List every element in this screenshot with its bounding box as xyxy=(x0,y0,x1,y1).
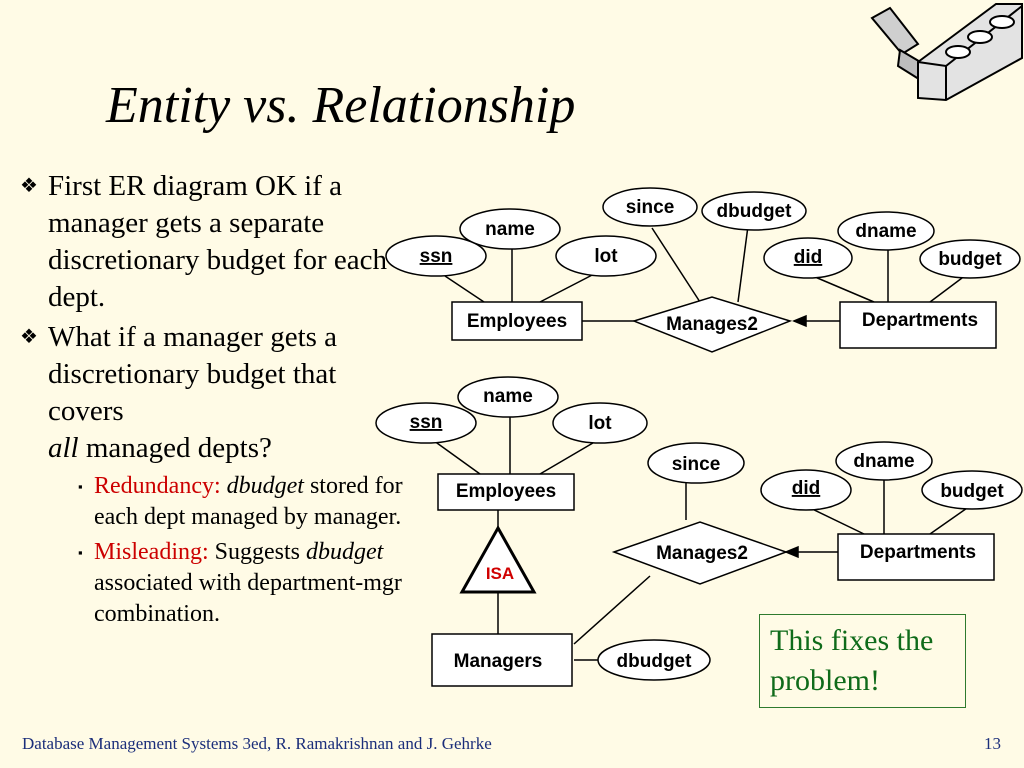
label-employees-1: Employees xyxy=(467,311,567,332)
attr-budget-2 xyxy=(921,470,1023,510)
attr-lot-2 xyxy=(552,402,648,444)
attr-name-2 xyxy=(457,376,559,418)
label-lot-1: lot xyxy=(594,246,618,267)
attr-dname-1 xyxy=(837,211,935,251)
entity-departments-1 xyxy=(839,301,997,349)
label-name-2: name xyxy=(483,386,533,407)
label-isa: ISA xyxy=(486,564,514,583)
label-did-1: did xyxy=(794,247,823,268)
bullet-list: ❖ First ER diagram OK if a manager gets … xyxy=(18,168,408,632)
subbullet-redundancy: ▪ Redundancy: dbudget stored for each de… xyxy=(78,473,403,530)
entity-departments-2 xyxy=(837,533,995,581)
footer-citation: Database Management Systems 3ed, R. Rama… xyxy=(22,734,492,753)
entity-employees-1 xyxy=(451,301,583,341)
entity-employees-2 xyxy=(437,473,575,511)
label-managers: Managers xyxy=(454,651,543,672)
bullet-what-if: ❖ What if a manager gets a discretionary… xyxy=(20,321,338,464)
diamond-bullet-icon: ❖ xyxy=(20,175,38,197)
attr-dbudget-2 xyxy=(597,639,711,681)
bullet-first-diagram: ❖ First ER diagram OK if a manager gets … xyxy=(20,170,387,313)
label-ssn-2: ssn xyxy=(410,412,443,433)
label-dname-1: dname xyxy=(855,221,916,242)
square-bullet-icon: ▪ xyxy=(78,479,83,494)
attr-ssn-1 xyxy=(385,235,487,277)
relationship-manages2-1 xyxy=(631,296,793,353)
callout-box: This fixes the problem! xyxy=(759,614,966,708)
page-number: 13 xyxy=(984,734,1001,753)
attr-name-1 xyxy=(459,208,561,250)
label-manages2-2: Manages2 xyxy=(656,543,748,564)
label-dbudget-2: dbudget xyxy=(617,651,693,672)
label-since-1: since xyxy=(626,197,675,218)
attr-lot-1 xyxy=(555,235,657,277)
label-dname-2: dname xyxy=(853,451,914,472)
entity-managers xyxy=(431,633,573,687)
label-budget-2: budget xyxy=(940,481,1004,502)
attr-dname-2 xyxy=(835,441,933,481)
attr-dbudget-1 xyxy=(701,191,807,231)
attr-did-1 xyxy=(763,237,853,279)
diamond-bullet-icon: ❖ xyxy=(20,326,38,348)
attr-budget-1 xyxy=(919,239,1021,279)
diagram1-connectors xyxy=(435,225,967,328)
label-lot-2: lot xyxy=(588,413,612,434)
attr-did-2 xyxy=(760,469,852,511)
slide-title: Entity vs. Relationship xyxy=(106,77,576,134)
label-departments-1: Departments xyxy=(862,310,978,331)
diagram2-connectors xyxy=(429,412,971,661)
label-name-1: name xyxy=(485,219,535,240)
label-manages2-1: Manages2 xyxy=(666,314,758,335)
label-departments-2: Departments xyxy=(860,542,976,563)
square-bullet-icon: ▪ xyxy=(78,545,83,560)
label-employees-2: Employees xyxy=(456,481,556,502)
label-budget-1: budget xyxy=(938,249,1002,270)
attr-since-1 xyxy=(602,187,698,227)
subbullet-misleading: ▪ Misleading: Suggests dbudget associate… xyxy=(78,539,402,627)
isa-triangle xyxy=(459,524,537,594)
attr-since-2 xyxy=(647,442,745,484)
label-did-2: did xyxy=(792,478,821,499)
label-dbudget-1: dbudget xyxy=(717,201,793,222)
relationship-manages2-2 xyxy=(611,521,789,585)
attr-ssn-2 xyxy=(375,402,477,444)
label-since-2: since xyxy=(672,454,721,475)
label-ssn-1: ssn xyxy=(420,246,453,267)
